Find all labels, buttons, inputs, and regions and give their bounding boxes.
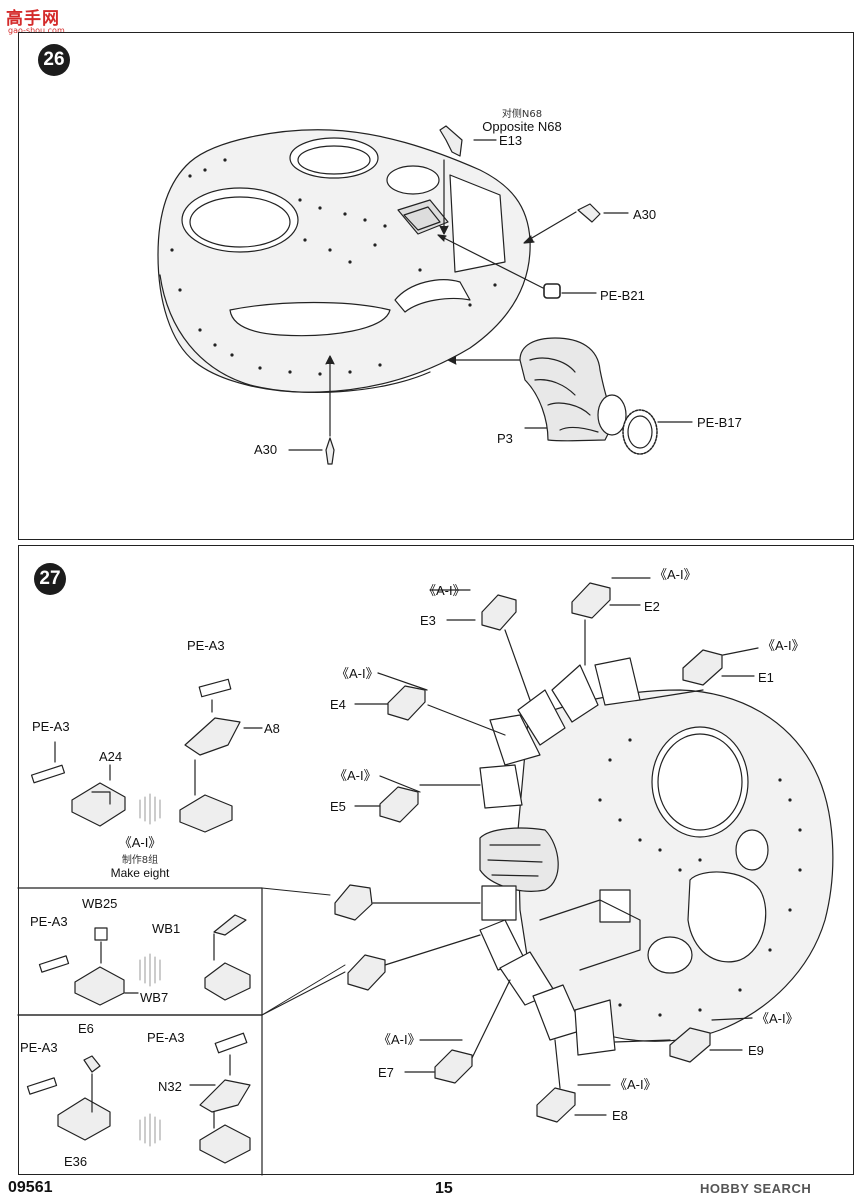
turret-drawing: [157, 129, 531, 393]
callout-e7: E7: [378, 1065, 394, 1080]
callout-ai-e2: 《A-I》: [654, 567, 697, 582]
callout-e8: E8: [612, 1108, 628, 1123]
opposite-note-en: Opposite N68: [482, 119, 562, 134]
kit-number: 09561: [8, 1179, 53, 1196]
label-wb1: WB1: [152, 921, 181, 936]
part-label-pe-b21: PE-B21: [600, 288, 645, 303]
label-pe-a3-left: PE-A3: [32, 719, 70, 734]
step-27-badge: 27: [34, 563, 66, 595]
opposite-note-cn: 对侧N68: [501, 109, 543, 120]
inset-2: [26, 1032, 251, 1164]
hobby-search-watermark: HOBBY SEARCH: [700, 1181, 812, 1196]
callout-ai-e9: 《A-I》: [756, 1011, 799, 1026]
callout-ai-e7: 《A-I》: [378, 1032, 421, 1047]
label-inset2-pe-a3-left: PE-A3: [20, 1040, 58, 1055]
label-n32: N32: [158, 1079, 182, 1094]
part-label-p3: P3: [497, 431, 513, 446]
callout-e5: E5: [330, 799, 346, 814]
callout-e1: E1: [758, 670, 774, 685]
callout-e4: E4: [330, 697, 346, 712]
sub-assembly-a-i: [30, 678, 263, 833]
label-make-eight-en: Make eight: [110, 866, 170, 880]
callout-ai-e3: 《A-I》: [423, 583, 466, 598]
part-label-a30-left: A30: [254, 442, 278, 457]
callout-ai-e8: 《A-I》: [614, 1077, 657, 1092]
label-a8: A8: [264, 721, 280, 736]
stowage-box-leaders: [354, 577, 759, 1116]
label-a24: A24: [99, 749, 123, 764]
callout-ai-e5: 《A-I》: [334, 768, 377, 783]
callout-e2: E2: [644, 599, 660, 614]
label-inset1-pe-a3: PE-A3: [30, 914, 68, 929]
label-inset2-pe-a3-right: PE-A3: [147, 1030, 185, 1045]
page-number: 15: [435, 1180, 453, 1197]
step26-parts: [288, 125, 693, 465]
watermark-logo: 高手网: [6, 9, 60, 29]
label-wb25: WB25: [82, 896, 118, 911]
label-ai-group: 《A-I》: [118, 835, 162, 850]
label-make-eight-cn: 制作8组: [121, 855, 159, 866]
callout-e3: E3: [420, 613, 436, 628]
label-e6: E6: [78, 1021, 94, 1036]
step-27-panel: [18, 545, 854, 1175]
watermark: 高手网 gao-shou.com: [4, 2, 124, 36]
part-label-pe-b17: PE-B17: [697, 415, 742, 430]
part-label-e13: E13: [499, 133, 523, 148]
step-26-panel: [18, 32, 854, 540]
stowage-box-parts: [334, 582, 723, 1123]
label-e36: E36: [64, 1154, 88, 1169]
step-26-badge: 26: [38, 44, 70, 76]
part-label-a30-right: A30: [633, 207, 657, 222]
callout-ai-e1: 《A-I》: [762, 638, 805, 653]
turret-top-view: [479, 657, 834, 1056]
watermark-url: gao-shou.com: [8, 26, 65, 35]
label-wb7: WB7: [140, 990, 169, 1005]
callout-e9: E9: [748, 1043, 764, 1058]
callout-ai-e4: 《A-I》: [336, 666, 379, 681]
label-pe-a3-top: PE-A3: [187, 638, 225, 653]
inset-1: [17, 887, 346, 1176]
